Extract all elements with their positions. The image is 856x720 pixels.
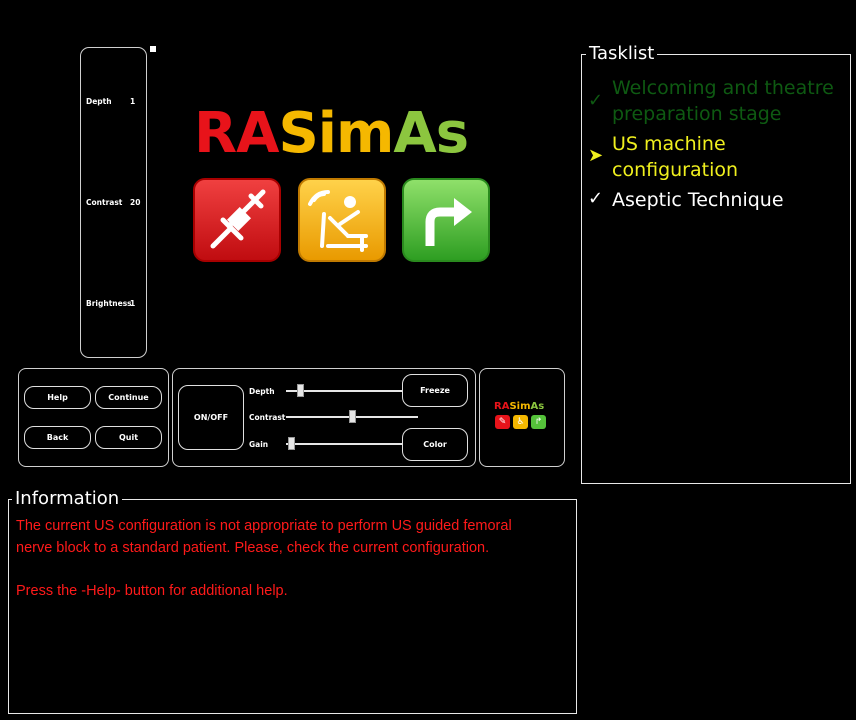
checkmark-icon: ✓ bbox=[588, 188, 604, 209]
information-help-hint: Press the -Help- button for additional h… bbox=[16, 583, 288, 599]
contrast-slider-label: Contrast bbox=[249, 413, 286, 422]
gain-slider-label: Gain bbox=[249, 440, 269, 449]
back-button[interactable]: Back bbox=[24, 426, 91, 449]
continue-button[interactable]: Continue bbox=[95, 386, 162, 409]
information-panel: Information The current US configuration… bbox=[8, 488, 577, 714]
tasklist-title: Tasklist bbox=[586, 43, 658, 64]
mini-syringe-tile: ✎ bbox=[495, 415, 510, 429]
patient-tile[interactable] bbox=[298, 178, 386, 262]
rasimas-logo-title: RASimAs bbox=[194, 101, 469, 166]
resize-handle[interactable] bbox=[150, 46, 156, 52]
mini-logo-sim: Sim bbox=[509, 401, 531, 412]
current-task-arrow-icon: ➤ bbox=[588, 145, 604, 166]
patient-chair-icon bbox=[308, 190, 368, 252]
brightness-setting-value: 1 bbox=[130, 299, 136, 308]
brightness-setting-label: Brightness bbox=[86, 299, 132, 308]
syringe-tile[interactable] bbox=[193, 178, 281, 262]
on-off-button[interactable]: ON/OFF bbox=[178, 385, 244, 450]
logo-part-ra: RA bbox=[194, 101, 279, 166]
color-button[interactable]: Color bbox=[402, 428, 468, 461]
quit-button[interactable]: Quit bbox=[95, 426, 162, 449]
navigation-panel bbox=[18, 368, 169, 467]
contrast-setting-label: Contrast bbox=[86, 198, 123, 207]
task-item-welcoming: Welcoming and theatre preparation stage bbox=[612, 77, 834, 125]
depth-slider-label: Depth bbox=[249, 387, 275, 396]
syringe-icon bbox=[210, 189, 266, 249]
mini-logo-panel: RASimAs ✎ ♿ ↱ bbox=[479, 368, 565, 467]
depth-setting-label: Depth bbox=[86, 97, 112, 106]
task-item-aseptic: Aseptic Technique bbox=[612, 189, 784, 211]
turn-right-arrow-icon bbox=[425, 198, 472, 246]
gain-slider-thumb[interactable] bbox=[288, 437, 296, 450]
us-controls-panel bbox=[172, 368, 476, 467]
checkmark-icon: ✓ bbox=[588, 90, 604, 111]
settings-panel: Depth 1 Contrast 20 Brightness 1 bbox=[80, 47, 147, 358]
mini-logo-title: RASimAs bbox=[494, 401, 544, 413]
logo-part-sim: Sim bbox=[278, 101, 394, 166]
mini-logo-ra: RA bbox=[494, 401, 510, 412]
logo-part-as: As bbox=[393, 101, 469, 166]
information-title: Information bbox=[12, 488, 123, 509]
mini-logo-as: As bbox=[530, 401, 545, 412]
gain-slider-track[interactable] bbox=[286, 443, 404, 445]
help-button[interactable]: Help bbox=[24, 386, 91, 409]
next-tile[interactable] bbox=[402, 178, 490, 262]
information-message: The current US configuration is not appr… bbox=[16, 518, 512, 556]
depth-slider-thumb[interactable] bbox=[297, 384, 305, 397]
depth-setting-value: 1 bbox=[130, 97, 136, 106]
contrast-slider-thumb[interactable] bbox=[349, 410, 356, 423]
mini-next-tile: ↱ bbox=[531, 415, 546, 429]
freeze-button[interactable]: Freeze bbox=[402, 374, 468, 407]
depth-slider-track[interactable] bbox=[286, 390, 404, 392]
mini-patient-tile: ♿ bbox=[513, 415, 528, 429]
tasklist-panel: Tasklist ✓ Welcoming and theatre prepara… bbox=[581, 43, 851, 484]
task-item-us-config: US machine configuration bbox=[612, 133, 739, 181]
contrast-setting-value: 20 bbox=[130, 198, 141, 207]
